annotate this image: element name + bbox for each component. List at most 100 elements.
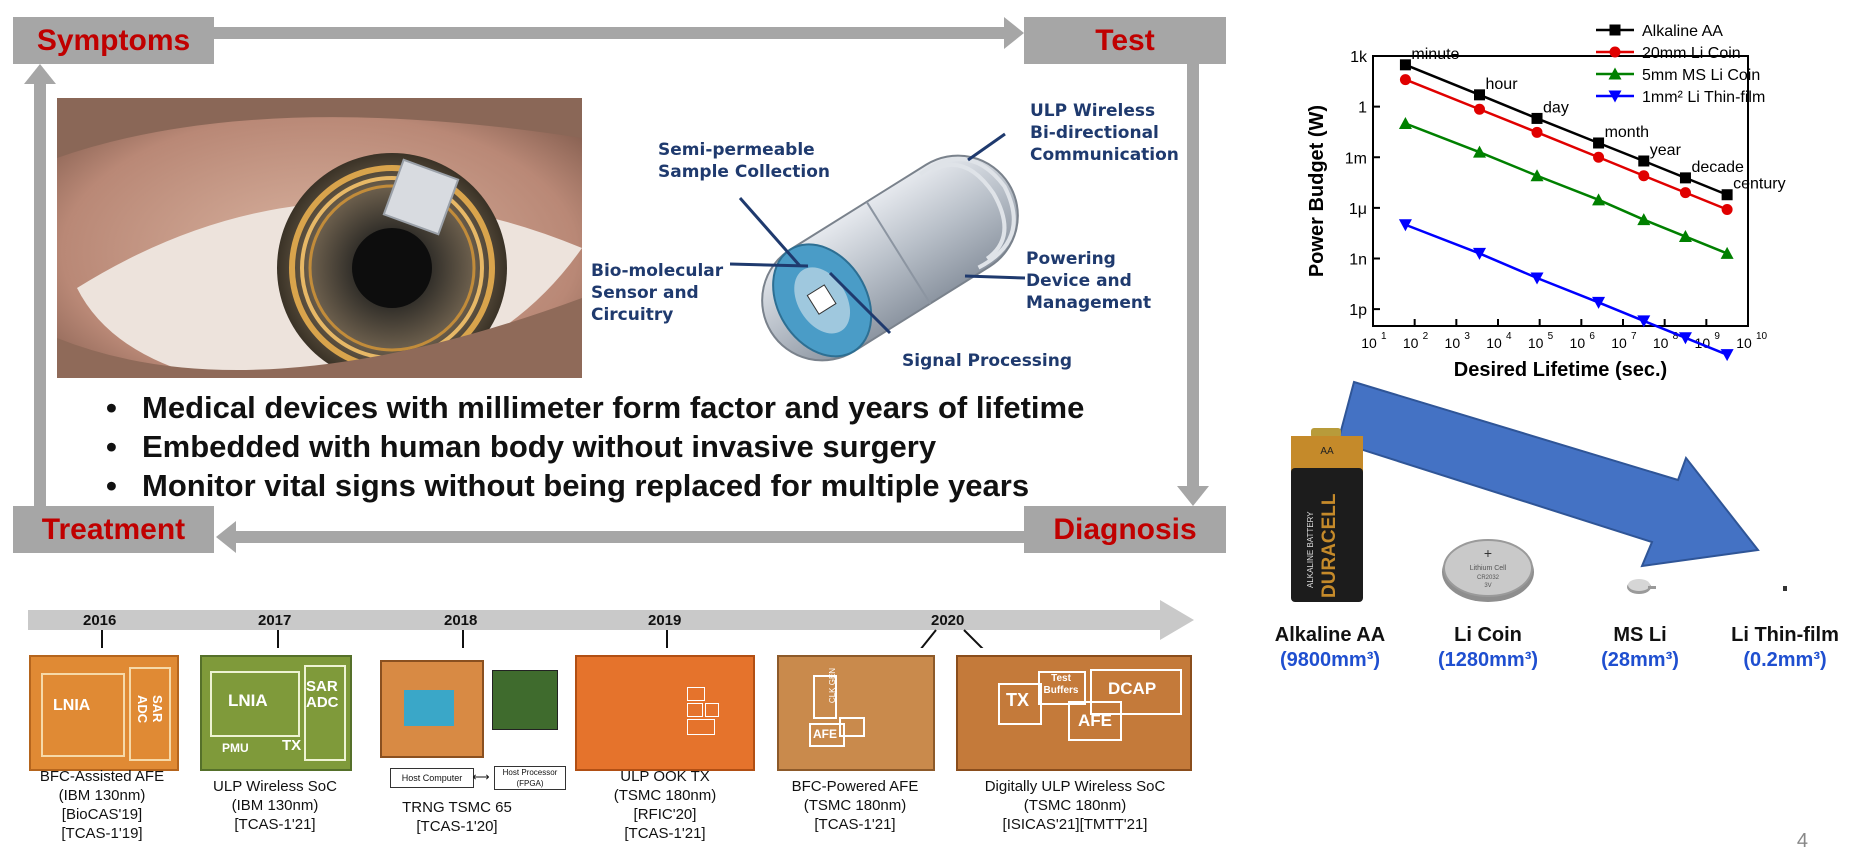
- symptoms-box: Symptoms: [13, 17, 214, 64]
- legend-label: 1mm² Li Thin-film: [1642, 89, 1765, 106]
- data-point: [1530, 169, 1544, 182]
- coin-model-text: CR2032: [1477, 575, 1500, 581]
- ms-li-battery-image: [1627, 579, 1656, 594]
- caption-line: BFC-Assisted AFE: [39, 768, 165, 785]
- data-point: [1592, 296, 1606, 309]
- data-point: [1398, 219, 1412, 232]
- data-point: [1721, 189, 1733, 201]
- x-tick-exponent: 9: [1714, 331, 1720, 342]
- caption-line: ULP Wireless SoC: [213, 778, 337, 795]
- chip-block-label: SAR ADC: [135, 695, 165, 724]
- data-point: [1530, 272, 1544, 285]
- series-line: [1404, 63, 1728, 196]
- bullet-item: Medical devices with millimeter form fac…: [98, 388, 1084, 427]
- treatment-box: Treatment: [13, 506, 214, 553]
- callout-sensor: Bio-molecular Sensor and Circuitry: [591, 260, 723, 326]
- battery-name: Li Thin-film: [1731, 624, 1839, 646]
- point-label: century: [1733, 176, 1785, 193]
- caption-line: ULP OOK TX: [620, 768, 710, 785]
- point-label: decade: [1691, 159, 1744, 176]
- callout-line: Device and: [1026, 271, 1132, 291]
- caption-line: [TCAS-1'21]: [234, 816, 316, 833]
- x-tick-exponent: 5: [1548, 331, 1554, 342]
- callout-line: Semi-permeable: [658, 140, 815, 160]
- callout-line: ULP Wireless: [1030, 101, 1156, 121]
- y-tick-label: 1k: [1350, 49, 1368, 66]
- coin-cell-text: Lithium Cell: [1470, 565, 1507, 572]
- battery-volume: (9800mm³): [1279, 649, 1381, 671]
- year-label: 2017: [258, 612, 292, 629]
- chip-die-photo: [380, 660, 484, 758]
- bullet-item: Embedded with human body without invasiv…: [98, 427, 1084, 466]
- host-processor-box: Host Processor (FPGA): [494, 766, 566, 790]
- caption-line: TRNG TSMC 65: [402, 799, 512, 816]
- callout-line: Sample Collection: [658, 162, 831, 182]
- chip-die-photo: LNIA SAR ADC PMU TX: [200, 655, 352, 771]
- callout-powering: Powering Device and Management: [1026, 248, 1151, 314]
- legend-label: 20mm Li Coin: [1642, 45, 1741, 62]
- caption-line: [RFIC'20]: [633, 806, 697, 823]
- test-box: Test: [1024, 17, 1226, 64]
- x-tick-label: 10: [1736, 335, 1752, 351]
- x-tick-exponent: 8: [1673, 331, 1679, 342]
- data-point: [1638, 155, 1650, 167]
- caption-line: [BioCAS'19]: [61, 806, 143, 823]
- caption-line: (IBM 130nm): [58, 787, 146, 804]
- shrink-arrow: [1340, 380, 1760, 568]
- symptoms-label: Symptoms: [36, 23, 191, 57]
- coin-volt-text: 3V: [1484, 583, 1491, 589]
- x-tick-label: 10: [1486, 335, 1502, 351]
- plus-icon: +: [1484, 545, 1492, 561]
- data-point: [1474, 89, 1486, 101]
- year-label: 2018: [444, 612, 478, 629]
- chip-block-label: TX: [1006, 690, 1030, 710]
- chip-block-label: DCAP: [1108, 679, 1157, 698]
- callout-signal-processing: Signal Processing: [902, 351, 1073, 371]
- data-point: [1399, 74, 1411, 86]
- x-tick-exponent: 7: [1631, 331, 1637, 342]
- data-point: [1720, 246, 1734, 259]
- x-tick-exponent: 3: [1464, 331, 1470, 342]
- callout-wireless: ULP Wireless Bi-directional Communicatio…: [1030, 100, 1179, 166]
- battery-brand-text: DURACELL: [1319, 493, 1340, 598]
- battery-type-text: ALKALINE BATTERY: [1306, 511, 1315, 588]
- y-tick-label: 1p: [1349, 302, 1367, 319]
- data-point: [1609, 46, 1621, 58]
- chip-caption: Digitally ULP Wireless SoC (TSMC 180nm) …: [955, 777, 1195, 834]
- alkaline-aa-battery-image: AA DURACELL ALKALINE BATTERY: [1291, 428, 1363, 602]
- callout-line: Bio-molecular: [591, 261, 724, 281]
- chip-caption: BFC-Assisted AFE (IBM 130nm) [BioCAS'19]…: [20, 767, 184, 843]
- point-label: minute: [1411, 46, 1459, 63]
- chip-block-label: LNIA: [53, 697, 91, 714]
- chip-block-label: PMU: [222, 741, 249, 755]
- callout-line: Management: [1026, 293, 1152, 313]
- timeline-arrow: [28, 600, 1194, 648]
- contact-lens-eye-photo: [57, 98, 582, 378]
- year-label: 2020: [931, 612, 965, 629]
- callout-line: Bi-directional: [1030, 123, 1159, 143]
- chip-block-label: AFE: [1078, 711, 1112, 730]
- data-point: [1592, 193, 1606, 206]
- diagnosis-box: Diagnosis: [1024, 506, 1226, 553]
- data-point: [1638, 170, 1650, 182]
- implant-capsule-diagram: [729, 132, 1026, 362]
- chip-die-photo: TX Test Buffers DCAP AFE: [956, 655, 1192, 771]
- data-point: [1679, 172, 1691, 184]
- data-point: [1608, 67, 1622, 80]
- data-point: [1608, 90, 1622, 103]
- chip-block-label: TX: [282, 737, 302, 754]
- caption-line: (TSMC 180nm): [803, 797, 907, 814]
- caption-line: (IBM 130nm): [231, 797, 319, 814]
- caption-line: (TSMC 180nm): [613, 787, 717, 804]
- data-point: [1637, 213, 1651, 226]
- x-tick-label: 10: [1611, 335, 1627, 351]
- callout-line: Communication: [1030, 145, 1179, 165]
- battery-volume: (28mm³): [1601, 649, 1679, 671]
- x-tick-exponent: 6: [1589, 331, 1595, 342]
- callout-line: Circuitry: [591, 305, 674, 325]
- x-tick-label: 10: [1528, 335, 1544, 351]
- data-point: [1593, 137, 1605, 149]
- data-point: [1721, 204, 1733, 216]
- x-tick-exponent: 4: [1506, 331, 1512, 342]
- li-coin-battery-image: + Lithium Cell CR2032 3V: [1442, 539, 1534, 602]
